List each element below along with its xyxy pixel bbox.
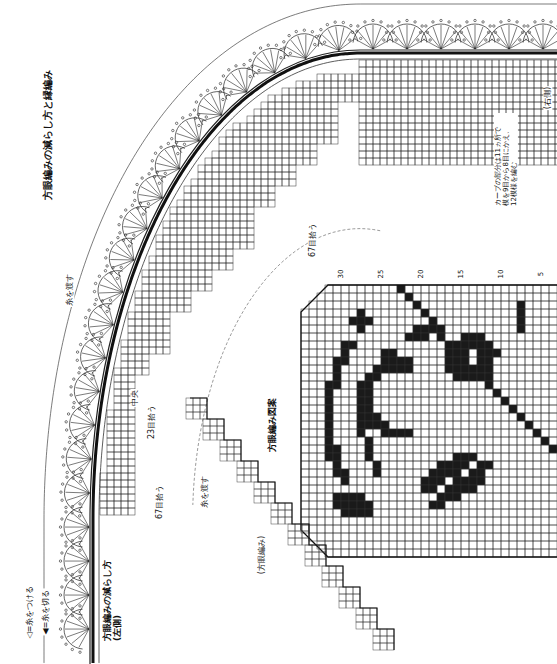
note-label: 23目拾う [147,404,156,440]
note-label: 糸を渡す [65,273,74,307]
edge-band-inner [99,59,557,663]
filet-chart [301,285,557,557]
row-number: 15 [457,269,465,280]
row-number: 30 [337,269,345,280]
note-label: 67目拾う [155,484,164,520]
note-label: 糸を渡す [200,475,209,509]
pickup-leader [193,229,380,505]
row-number: 5 [537,271,545,277]
note-label: (方眼編み) [257,535,266,575]
outer-guide-line [44,4,557,663]
border-curve [90,50,557,664]
note-label: 方眼編み図案 [267,397,277,453]
note-label: 67目拾う [308,222,317,258]
note-label: 方眼編みの減らし方 (左側) [102,554,123,642]
row-number: 25 [377,269,385,280]
mesh-grid [100,60,557,515]
note-label: 中央 [130,389,139,407]
scallop-edging [59,19,557,653]
note-label: (右側) [543,86,552,110]
edge-band [93,53,557,663]
decrease-staircase [186,398,394,650]
note-label: ◀=糸を切る [41,589,50,636]
note-label: カーブの部分は11ヵ所で 模を9目から8目にかえ、 12模様を編む [494,113,518,207]
row-number: 10 [497,269,505,280]
note-label: ◁=糸をつける [25,585,34,640]
row-number: 20 [417,269,425,280]
note-label: 方眼編みの減らし方と縁編み [42,69,54,201]
